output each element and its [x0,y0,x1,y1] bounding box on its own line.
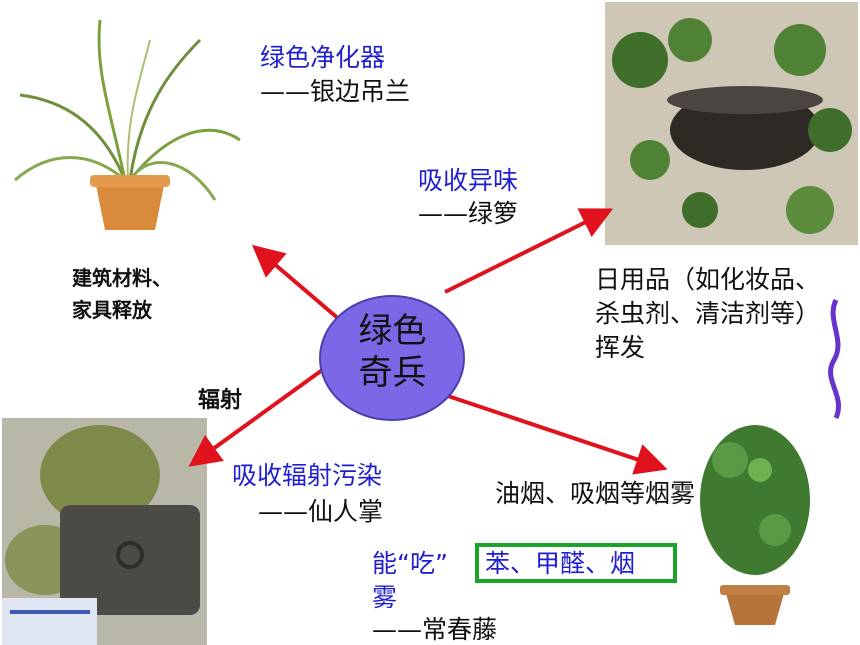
squiggle-decoration [828,298,841,419]
smoke-source: 油烟、吸烟等烟雾 [495,479,696,508]
arrow-to-cactus [188,366,327,467]
ivy-name: ——常春藤 [372,615,498,644]
center-line1: 绿色 [358,311,427,351]
daily-line2: 杀虫剂、清洁剂等） [595,299,821,328]
pothos-title: 吸收异味 [418,166,519,195]
spider-plant-image [14,19,241,230]
spider-plant-title: 绿色净化器 [260,43,386,72]
radiation-label: 辐射 [198,387,243,413]
building-source: 建筑材料、 家具释放 [72,262,172,326]
center-label: 绿色 奇兵 [355,310,430,394]
center-ellipse [319,295,465,421]
ivy-prefix: 能“吃” [372,549,448,578]
arrow-to-spider-plant [251,244,342,322]
cactus-name: ——仙人掌 [258,497,384,526]
arrow-to-pothos [444,208,614,294]
spider-plant-name: ——银边吊兰 [260,77,411,106]
pothos-image [605,2,858,245]
ivy-image [700,425,810,625]
ivy-boxed-pollutants: 苯、甲醛、烟 [485,549,636,578]
building-line1: 建筑材料、 [72,266,172,290]
ivy-cont: 雾 [372,583,398,612]
highlight-box [475,543,677,583]
arrow-to-ivy [444,393,668,475]
daily-line3: 挥发 [595,333,646,362]
center-line2: 奇兵 [358,353,427,393]
cactus-image [2,418,207,645]
pothos-name: ——绿箩 [418,199,519,228]
arrows [188,208,668,475]
daily-line1: 日用品（如化妆品、 [595,265,821,294]
building-line2: 家具释放 [72,298,152,322]
daily-source: 日用品（如化妆品、 杀虫剂、清洁剂等） 挥发 [595,263,820,365]
cactus-title: 吸收辐射污染 [232,461,383,490]
